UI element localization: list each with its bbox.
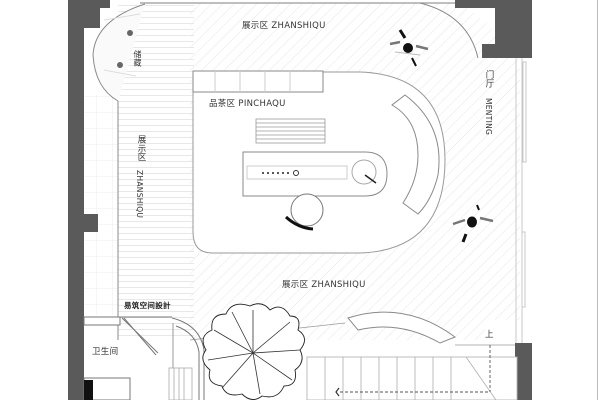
zone-label-restroom: 卫生间	[92, 347, 119, 357]
stair-up-label: 上	[485, 330, 494, 340]
restroom-walls	[83, 316, 172, 400]
curved-bench-bottom	[347, 311, 457, 344]
curved-partition	[171, 317, 205, 400]
small-shelf	[168, 367, 193, 400]
storage-round-room	[92, 3, 146, 340]
zone-label-storage: 储藏	[133, 50, 142, 67]
person-figure-right	[452, 204, 494, 243]
zone-label-exhibit-top: 展示区 ZHANSHIQU	[242, 21, 326, 31]
walls	[68, 0, 532, 400]
tree-icon	[202, 303, 305, 400]
tea-table	[242, 151, 388, 197]
person-figure-top	[389, 29, 429, 67]
zone-label-exhibit-left-en: ZHANSHIQU	[135, 170, 144, 219]
left-grid-strip	[84, 95, 118, 315]
designer-credit: 易筑空间設計	[124, 301, 171, 310]
zone-label-lobby-cn: 门厅	[484, 70, 494, 88]
zone-label-exhibit-bottom: 展示区 ZHANSHIQU	[282, 280, 366, 290]
zone-label-exhibit-left-cn: 展示区	[136, 135, 146, 162]
staircase	[306, 345, 518, 400]
round-chair	[284, 193, 324, 231]
tea-mat	[255, 118, 326, 144]
top-counter	[192, 70, 324, 93]
page-border-right	[597, 0, 598, 400]
zone-label-lobby-en: MENTING	[484, 98, 493, 136]
right-window-frame	[515, 58, 527, 343]
zone-label-tea-area: 品茶区 PINCHAQU	[209, 99, 286, 109]
curved-bench-right	[391, 94, 440, 215]
left-exhibit-strip	[118, 3, 194, 340]
